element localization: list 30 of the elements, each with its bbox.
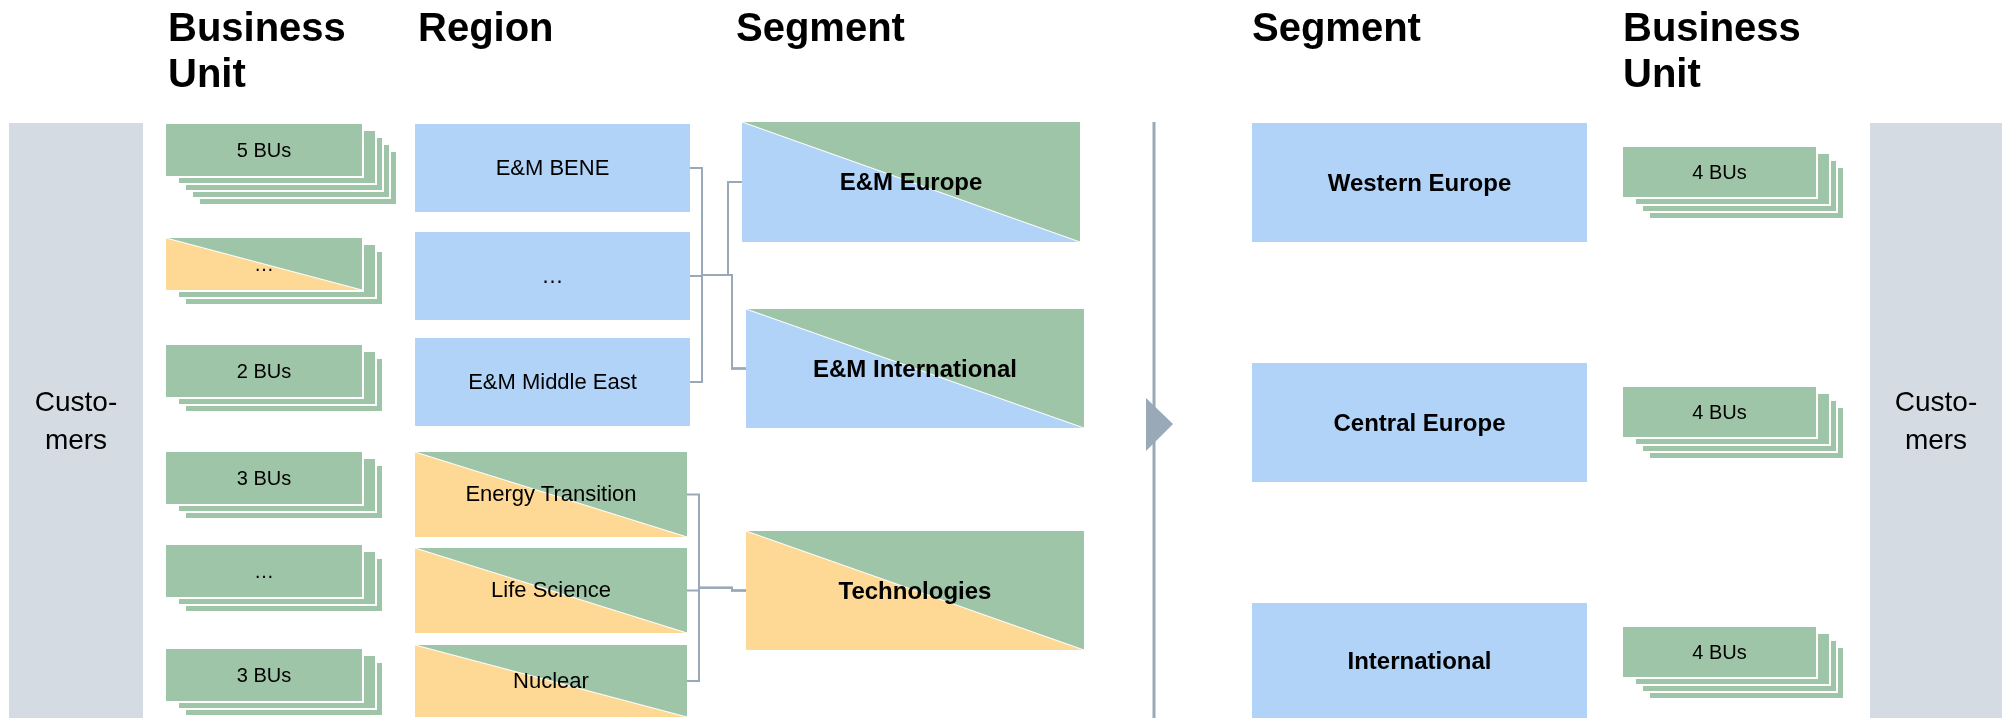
- connector-line: [686, 586, 747, 682]
- unit-count: …: [253, 558, 275, 584]
- customers-bar: Custo- mers: [9, 123, 143, 718]
- column-heading: Region: [418, 4, 555, 50]
- column-heading: Segment: [736, 4, 906, 50]
- split-color-box: Nuclear: [415, 645, 687, 717]
- customers-bar: Custo- mers: [1870, 123, 2002, 718]
- split-color-box: E&M International: [746, 309, 1084, 428]
- unit-count: 2 BUs: [235, 358, 293, 384]
- unit-count: 5 BUs: [235, 137, 293, 163]
- column-heading: Business Unit: [168, 4, 347, 96]
- split-color-box: Life Science: [415, 548, 687, 633]
- card-stack: [164, 647, 384, 718]
- unit-box: …: [415, 232, 690, 320]
- split-color-box: Energy Transition: [415, 452, 687, 537]
- unit-count: …: [253, 251, 275, 277]
- unit-box: International: [1252, 603, 1587, 718]
- unit-count: 3 BUs: [235, 465, 293, 491]
- column-heading: Business Unit: [1623, 4, 1802, 96]
- unit-box: Western Europe: [1252, 123, 1587, 242]
- unit-box: Central Europe: [1252, 363, 1587, 482]
- unit-count: 4 BUs: [1691, 399, 1748, 425]
- unit-count: 4 BUs: [1691, 639, 1748, 665]
- unit-count: 4 BUs: [1691, 159, 1748, 185]
- unit-count: 3 BUs: [235, 662, 293, 688]
- unit-box: E&M BENE: [415, 124, 690, 212]
- split-color-box: E&M Europe: [742, 122, 1080, 242]
- split-color-box: Technologies: [746, 531, 1084, 650]
- unit-box: E&M Middle East: [415, 338, 690, 426]
- column-heading: Segment: [1252, 4, 1422, 50]
